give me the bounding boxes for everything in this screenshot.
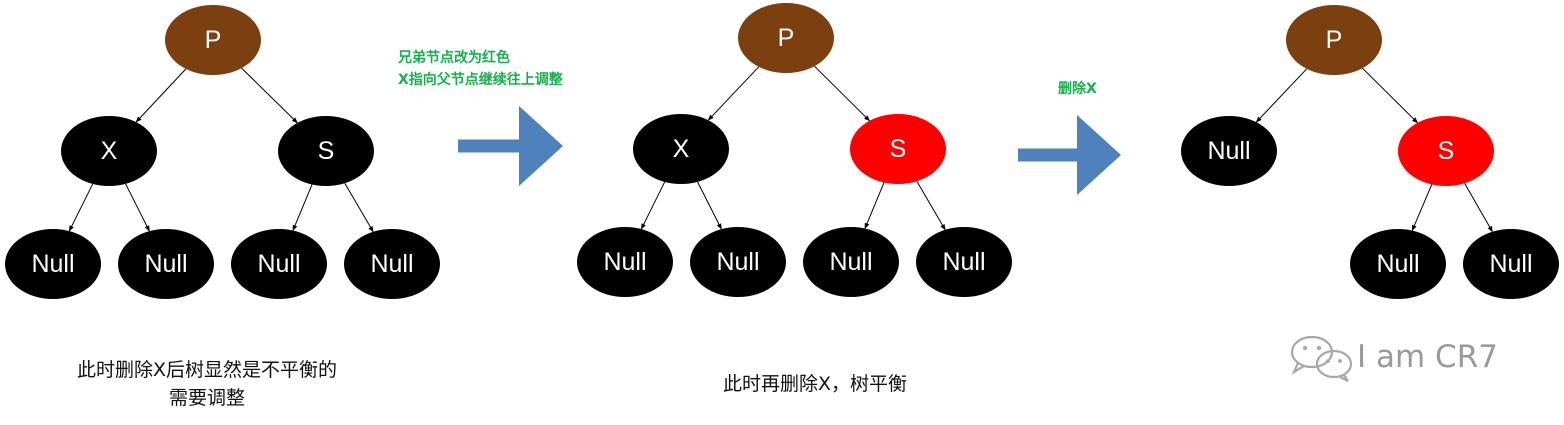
- node-shape: [1286, 5, 1382, 75]
- node-shape: [577, 227, 673, 297]
- tree-node-before-s-right: Null: [344, 229, 440, 299]
- tree-edge-recolored-s-to-s-left: [864, 182, 885, 230]
- node-label: P: [778, 24, 795, 52]
- node-shape: [690, 227, 786, 297]
- tree-node-recolored-s-right: Null: [916, 227, 1012, 297]
- tree-edge-before-s-to-s-left: [292, 184, 313, 232]
- node-label: Null: [1376, 250, 1419, 278]
- node-label: S: [318, 137, 335, 165]
- transition-arrows: [458, 106, 1121, 195]
- tree-edge-recolored-p-to-s: [814, 65, 870, 122]
- tree-node-recolored-p: P: [738, 3, 834, 73]
- tree-node-before-p: P: [165, 5, 261, 75]
- tree-node-before-x-right: Null: [118, 229, 214, 299]
- node-label: Null: [257, 250, 300, 278]
- tree-node-after-x: Null: [1181, 116, 1277, 186]
- node-shape: [231, 229, 327, 299]
- node-label: S: [890, 135, 907, 163]
- node-shape: [344, 229, 440, 299]
- tree-edge-recolored-x-to-x-right: [697, 181, 722, 230]
- node-shape: [61, 116, 157, 186]
- tree-edge-after-p-to-x: [1255, 68, 1308, 123]
- tree-edge-before-s-to-s-right: [344, 182, 374, 233]
- tree-node-recolored-s: S: [850, 114, 946, 184]
- node-shape: [5, 229, 101, 299]
- tree-node-after-p: P: [1286, 5, 1382, 75]
- node-shape: [803, 227, 899, 297]
- node-shape: [165, 5, 261, 75]
- tree-node-recolored-x-right: Null: [690, 227, 786, 297]
- wechat-icon: [1290, 335, 1353, 382]
- node-label: X: [101, 137, 118, 165]
- node-label: Null: [31, 250, 74, 278]
- watermark: I am CR7: [1290, 335, 1498, 382]
- tree-node-before-x: X: [61, 116, 157, 186]
- tree-edge-before-x-to-x-right: [125, 183, 150, 232]
- arrow-right-icon: [1018, 115, 1121, 195]
- tree-edge-before-x-to-x-left: [68, 183, 94, 232]
- node-label: Null: [144, 250, 187, 278]
- tree-node-after-s-right: Null: [1463, 229, 1559, 299]
- node-label: P: [205, 26, 222, 54]
- node-label: Null: [603, 248, 646, 276]
- step-2-note-line-1: 删除X: [1058, 80, 1097, 97]
- node-shape: [738, 3, 834, 73]
- node-shape: [850, 114, 946, 184]
- node-shape: [1398, 116, 1494, 186]
- tree-node-after-s: S: [1398, 116, 1494, 186]
- node-label: Null: [1207, 137, 1250, 165]
- node-shape: [916, 227, 1012, 297]
- node-label: S: [1438, 137, 1455, 165]
- caption-before-line-2: 需要调整: [169, 387, 245, 409]
- tree-node-before-x-left: Null: [5, 229, 101, 299]
- tree-edge-recolored-s-to-s-right: [916, 180, 946, 231]
- tree-node-recolored-x-left: Null: [577, 227, 673, 297]
- tree-edge-after-s-to-s-right: [1464, 183, 1493, 233]
- tree-edge-after-s-to-s-left: [1411, 184, 1433, 232]
- step-1-note-line-1: 兄弟节点改为红色: [397, 49, 510, 66]
- node-shape: [278, 116, 374, 186]
- node-label: Null: [829, 248, 872, 276]
- tree-edges: [68, 65, 1493, 233]
- node-shape: [1350, 229, 1446, 299]
- node-label: X: [673, 135, 690, 163]
- tree-node-before-s-left: Null: [231, 229, 327, 299]
- arrow-right-icon: [458, 106, 563, 186]
- tree-panel-before: P X S Null Null Null Null: [5, 5, 440, 299]
- tree-edge-before-p-to-x: [135, 68, 187, 123]
- tree-node-before-s: S: [278, 116, 374, 186]
- tree-panel-recolored: P X S Null Null Null Null: [577, 3, 1012, 297]
- node-shape: [118, 229, 214, 299]
- tree-node-recolored-s-left: Null: [803, 227, 899, 297]
- node-label: Null: [716, 248, 759, 276]
- node-shape: [633, 114, 729, 184]
- caption-recolored-line-1: 此时再删除X，树平衡: [723, 373, 907, 395]
- step-1-note-line-2: X指向父节点继续往上调整: [398, 71, 564, 88]
- node-label: Null: [370, 250, 413, 278]
- node-label: Null: [942, 248, 985, 276]
- tree-edge-recolored-p-to-x: [707, 66, 760, 121]
- caption-before-line-1: 此时删除X后树显然是不平衡的: [77, 359, 337, 381]
- tree-edge-after-p-to-s: [1362, 67, 1418, 124]
- watermark-text: I am CR7: [1357, 339, 1498, 375]
- tree-edge-before-p-to-s: [241, 67, 298, 124]
- node-shape: [1181, 116, 1277, 186]
- node-label: P: [1326, 26, 1343, 54]
- tree-node-recolored-x: X: [633, 114, 729, 184]
- node-label: Null: [1489, 250, 1532, 278]
- tree-edge-recolored-x-to-x-left: [640, 181, 666, 230]
- node-shape: [1463, 229, 1559, 299]
- tree-node-after-s-left: Null: [1350, 229, 1446, 299]
